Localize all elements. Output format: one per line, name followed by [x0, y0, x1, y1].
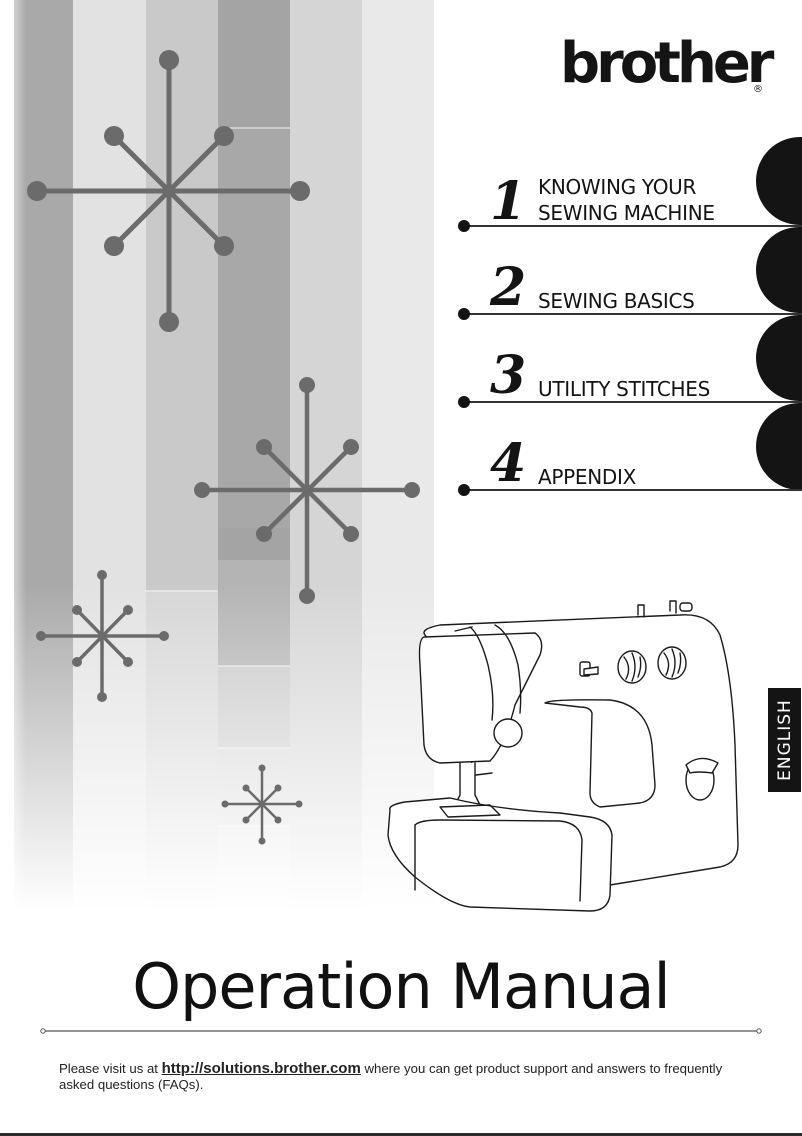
toc-number: 3 — [490, 345, 527, 406]
brand-logo: brother — [560, 31, 774, 96]
toc-rule — [466, 489, 802, 491]
language-tab[interactable]: ENGLISH — [768, 688, 801, 792]
toc-bullet-icon — [458, 220, 470, 232]
toc-bullet-icon — [458, 308, 470, 320]
starburst-medium-icon — [194, 377, 420, 604]
starburst-tiny-icon — [221, 764, 303, 845]
toc-rule — [466, 401, 802, 403]
toc-rule — [466, 313, 802, 315]
page-title: Operation Manual — [132, 950, 671, 1023]
toc-label: APPENDIX — [538, 465, 637, 489]
toc-label: SEWING BASICS — [538, 289, 695, 313]
decorative-stripes-background — [0, 0, 440, 940]
toc-label: UTILITY STITCHES — [538, 377, 710, 401]
toc-item-2[interactable]: 2 SEWING BASICS — [458, 256, 802, 320]
support-website-link[interactable]: http://solutions.brother.com — [161, 1060, 361, 1077]
toc-number: 4 — [490, 433, 527, 494]
support-notice-suffix: where you can get product support and an… — [59, 1061, 723, 1092]
language-label: ENGLISH — [774, 699, 795, 781]
starburst-large-icon — [27, 50, 310, 332]
bottom-rule — [0, 1133, 802, 1136]
toc-item-3[interactable]: 3 UTILITY STITCHES — [458, 344, 802, 408]
title-rule — [40, 1028, 762, 1034]
starburst-small-icon — [36, 570, 169, 702]
toc-bullet-icon — [458, 484, 470, 496]
toc-item-4[interactable]: 4 APPENDIX — [458, 432, 802, 496]
toc-item-1[interactable]: 1 KNOWING YOUR SEWING MACHINE — [458, 168, 802, 232]
support-notice-prefix: Please visit us at — [59, 1061, 162, 1076]
toc-label-line1: KNOWING YOUR — [538, 175, 697, 199]
toc-bullet-icon — [458, 396, 470, 408]
toc-number: 1 — [490, 171, 527, 232]
support-notice: Please visit us at http://solutions.brot… — [59, 1061, 759, 1093]
toc-rule — [466, 225, 802, 227]
sewing-machine-illustration — [387, 600, 739, 912]
toc-number: 2 — [490, 257, 527, 318]
toc-label-line2: SEWING MACHINE — [538, 201, 715, 225]
registered-mark: ® — [753, 84, 763, 95]
